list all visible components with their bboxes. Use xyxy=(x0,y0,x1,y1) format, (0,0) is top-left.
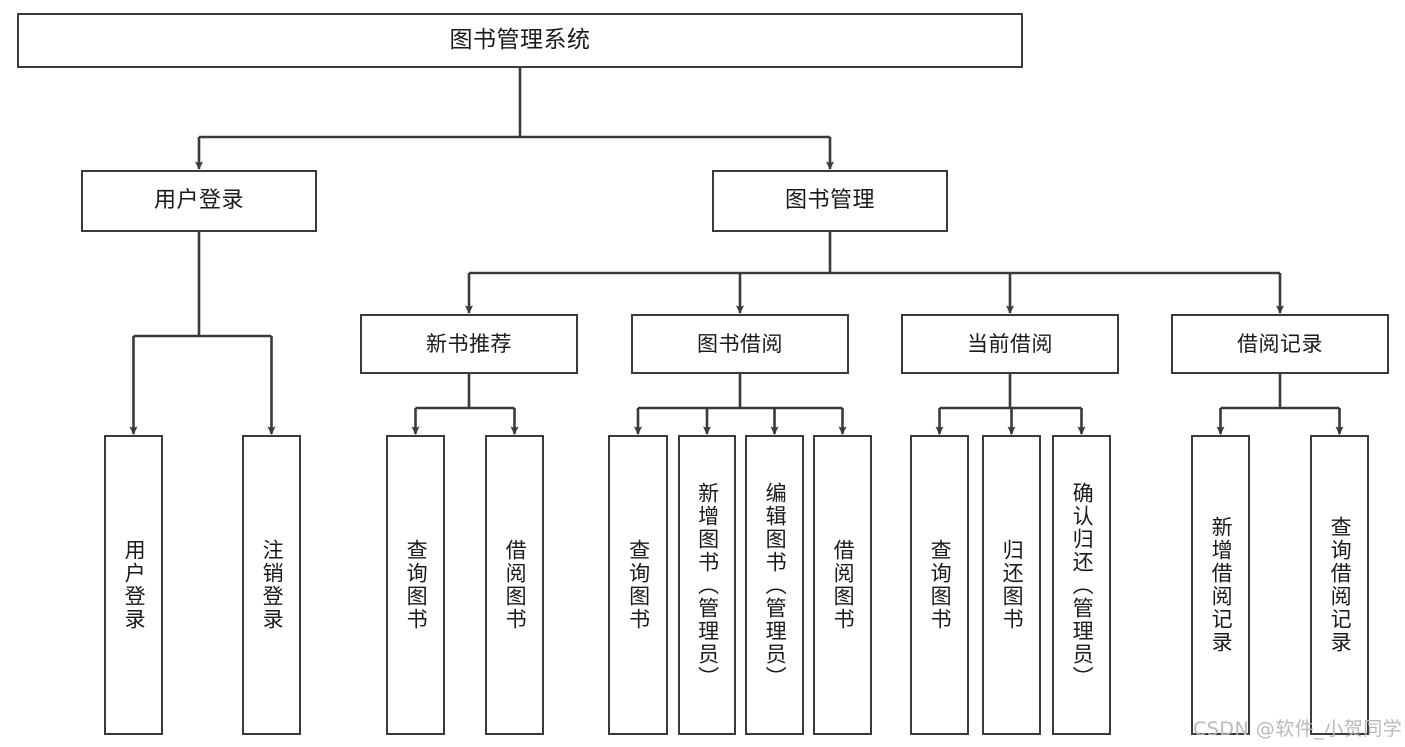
node-book-manage-label: 图书管理 xyxy=(784,188,875,214)
node-leaf-add-borrow-record[interactable]: 新增借阅记录 xyxy=(1191,435,1250,735)
node-current-borrow[interactable]: 当前借阅 xyxy=(901,314,1119,374)
node-leaf-query-book-3-label: 查询图书 xyxy=(928,539,953,631)
node-leaf-user-login[interactable]: 用户登录 xyxy=(104,435,163,735)
node-leaf-query-borrow-record-label: 查询借阅记录 xyxy=(1328,516,1353,654)
node-book-manage[interactable]: 图书管理 xyxy=(712,170,948,232)
node-leaf-return-book-label: 归还图书 xyxy=(1000,539,1025,631)
node-leaf-confirm-return-admin[interactable]: 确认归还（管理员） xyxy=(1052,435,1111,735)
node-leaf-logout-login-label: 注销登录 xyxy=(260,539,285,631)
node-leaf-edit-book-admin-label: 编辑图书（管理员） xyxy=(763,481,788,689)
node-leaf-borrow-book-2-label: 借阅图书 xyxy=(831,539,856,631)
node-book-borrow[interactable]: 图书借阅 xyxy=(631,314,849,374)
node-root-label: 图书管理系统 xyxy=(449,26,591,53)
node-leaf-query-borrow-record[interactable]: 查询借阅记录 xyxy=(1310,435,1369,735)
node-book-borrow-label: 图书借阅 xyxy=(697,331,783,356)
node-leaf-user-login-label: 用户登录 xyxy=(122,539,147,631)
node-user-login-label: 用户登录 xyxy=(153,188,244,214)
node-new-book-recommend[interactable]: 新书推荐 xyxy=(360,314,578,374)
node-leaf-add-book-admin-label: 新增图书（管理员） xyxy=(695,481,720,689)
node-current-borrow-label: 当前借阅 xyxy=(967,331,1053,356)
node-leaf-return-book[interactable]: 归还图书 xyxy=(982,435,1041,735)
node-leaf-logout-login[interactable]: 注销登录 xyxy=(242,435,301,735)
node-leaf-query-book-2[interactable]: 查询图书 xyxy=(608,435,668,735)
node-user-login[interactable]: 用户登录 xyxy=(81,170,317,232)
node-leaf-borrow-book-2[interactable]: 借阅图书 xyxy=(813,435,872,735)
node-borrow-record[interactable]: 借阅记录 xyxy=(1171,314,1389,374)
node-leaf-query-book-2-label: 查询图书 xyxy=(626,539,651,631)
node-leaf-add-borrow-record-label: 新增借阅记录 xyxy=(1209,516,1234,654)
node-leaf-confirm-return-admin-label: 确认归还（管理员） xyxy=(1070,481,1095,689)
node-leaf-add-book-admin[interactable]: 新增图书（管理员） xyxy=(678,435,736,735)
node-leaf-query-book-1[interactable]: 查询图书 xyxy=(386,435,445,735)
node-leaf-edit-book-admin[interactable]: 编辑图书（管理员） xyxy=(745,435,804,735)
node-leaf-borrow-book-1[interactable]: 借阅图书 xyxy=(485,435,544,735)
node-leaf-query-book-1-label: 查询图书 xyxy=(404,539,429,631)
node-leaf-borrow-book-1-label: 借阅图书 xyxy=(503,539,528,631)
node-leaf-query-book-3[interactable]: 查询图书 xyxy=(910,435,969,735)
node-root[interactable]: 图书管理系统 xyxy=(17,13,1023,68)
node-borrow-record-label: 借阅记录 xyxy=(1237,331,1323,356)
node-new-book-recommend-label: 新书推荐 xyxy=(426,331,512,356)
